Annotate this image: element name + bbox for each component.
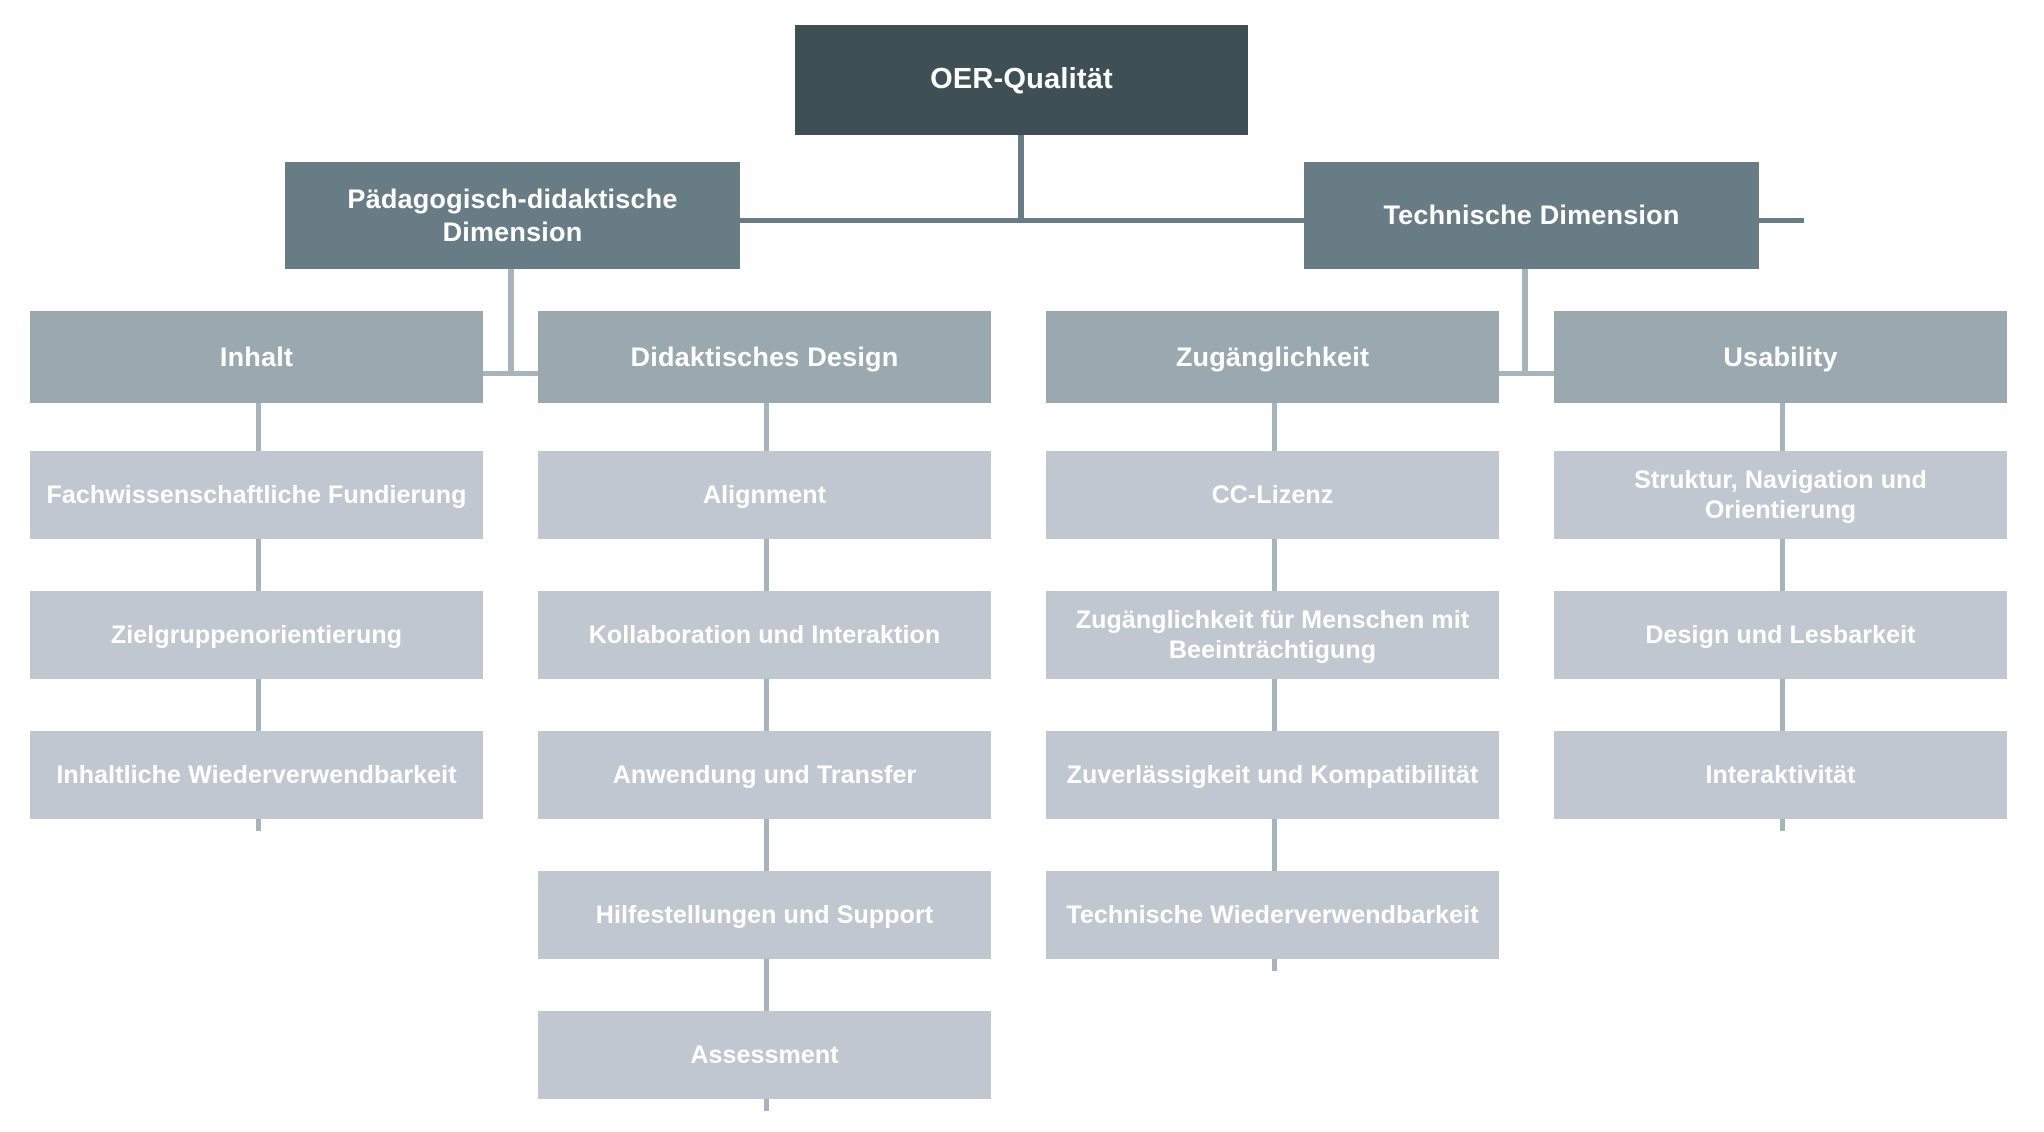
node-leaf-technische-wiederverwendbarkeit[interactable]: Technische Wiederverwendbarkeit bbox=[1046, 871, 1499, 959]
node-label: Zugänglichkeit bbox=[1175, 341, 1370, 372]
node-label: Interaktivität bbox=[1705, 760, 1856, 789]
node-label: Zuverlässigkeit und Kompatibilität bbox=[1066, 760, 1479, 789]
node-category-usability[interactable]: Usability bbox=[1554, 311, 2007, 403]
node-label: Didaktisches Design bbox=[630, 341, 899, 372]
node-leaf-zuverlaessigkeit-und-kompatibilitaet[interactable]: Zuverlässigkeit und Kompatibilität bbox=[1046, 731, 1499, 819]
node-label: Assessment bbox=[690, 1040, 839, 1069]
node-leaf-zugaenglichkeit-fuer-menschen-mit-beeintraechtigung[interactable]: Zugänglichkeit für Menschen mit Beeinträ… bbox=[1046, 591, 1499, 679]
node-label: Technische Dimension bbox=[1383, 200, 1680, 231]
connector-left-category-bar bbox=[480, 371, 542, 376]
node-category-didaktisches-design[interactable]: Didaktisches Design bbox=[538, 311, 991, 403]
node-leaf-cc-lizenz[interactable]: CC-Lizenz bbox=[1046, 451, 1499, 539]
node-label: Kollaboration und Interaktion bbox=[588, 620, 941, 649]
node-leaf-hilfestellungen-und-support[interactable]: Hilfestellungen und Support bbox=[538, 871, 991, 959]
node-dimension-technisch[interactable]: Technische Dimension bbox=[1304, 162, 1759, 269]
node-category-zugaenglichkeit[interactable]: Zugänglichkeit bbox=[1046, 311, 1499, 403]
connector-left-dimension-stem bbox=[508, 265, 514, 375]
node-dimension-paedagogisch-didaktisch[interactable]: Pädagogisch-didaktische Dimension bbox=[285, 162, 740, 269]
node-label: Technische Wiederverwendbarkeit bbox=[1066, 900, 1479, 929]
node-label: Design und Lesbarkeit bbox=[1645, 620, 1916, 649]
node-label: Zielgruppenorientierung bbox=[110, 620, 403, 649]
node-leaf-fachwissenschaftliche-fundierung[interactable]: Fachwissenschaftliche Fundierung bbox=[30, 451, 483, 539]
node-label: Usability bbox=[1723, 341, 1838, 372]
node-label: Hilfestellungen und Support bbox=[595, 900, 934, 929]
node-leaf-kollaboration-und-interaktion[interactable]: Kollaboration und Interaktion bbox=[538, 591, 991, 679]
node-leaf-inhaltliche-wiederverwendbarkeit[interactable]: Inhaltliche Wiederverwendbarkeit bbox=[30, 731, 483, 819]
connector-root-stem bbox=[1018, 134, 1024, 218]
node-leaf-design-und-lesbarkeit[interactable]: Design und Lesbarkeit bbox=[1554, 591, 2007, 679]
node-label: OER-Qualität bbox=[930, 63, 1113, 96]
node-label: Zugänglichkeit für Menschen mit Beeinträ… bbox=[1075, 605, 1470, 665]
node-label: Struktur, Navigation und Orientierung bbox=[1634, 465, 1927, 525]
node-category-inhalt[interactable]: Inhalt bbox=[30, 311, 483, 403]
node-label: CC-Lizenz bbox=[1211, 480, 1334, 509]
node-label: Inhalt bbox=[219, 341, 294, 372]
node-leaf-alignment[interactable]: Alignment bbox=[538, 451, 991, 539]
connector-right-category-bar bbox=[1494, 371, 1556, 376]
node-leaf-assessment[interactable]: Assessment bbox=[538, 1011, 991, 1099]
node-root-oer-qualitaet[interactable]: OER-Qualität bbox=[795, 25, 1248, 135]
node-label: Alignment bbox=[702, 480, 827, 509]
connector-right-dimension-stem bbox=[1522, 265, 1528, 375]
node-leaf-interaktivitaet[interactable]: Interaktivität bbox=[1554, 731, 2007, 819]
node-label: Anwendung und Transfer bbox=[612, 760, 917, 789]
node-leaf-struktur-navigation-und-orientierung[interactable]: Struktur, Navigation und Orientierung bbox=[1554, 451, 2007, 539]
connector-dimension-bar bbox=[740, 218, 1804, 223]
node-label: Fachwissenschaftliche Fundierung bbox=[46, 480, 467, 509]
connector-spine-zugaenglichkeit bbox=[1272, 403, 1277, 971]
node-label: Pädagogisch-didaktische Dimension bbox=[347, 183, 678, 247]
node-leaf-zielgruppenorientierung[interactable]: Zielgruppenorientierung bbox=[30, 591, 483, 679]
node-leaf-anwendung-und-transfer[interactable]: Anwendung und Transfer bbox=[538, 731, 991, 819]
node-label: Inhaltliche Wiederverwendbarkeit bbox=[56, 760, 457, 789]
